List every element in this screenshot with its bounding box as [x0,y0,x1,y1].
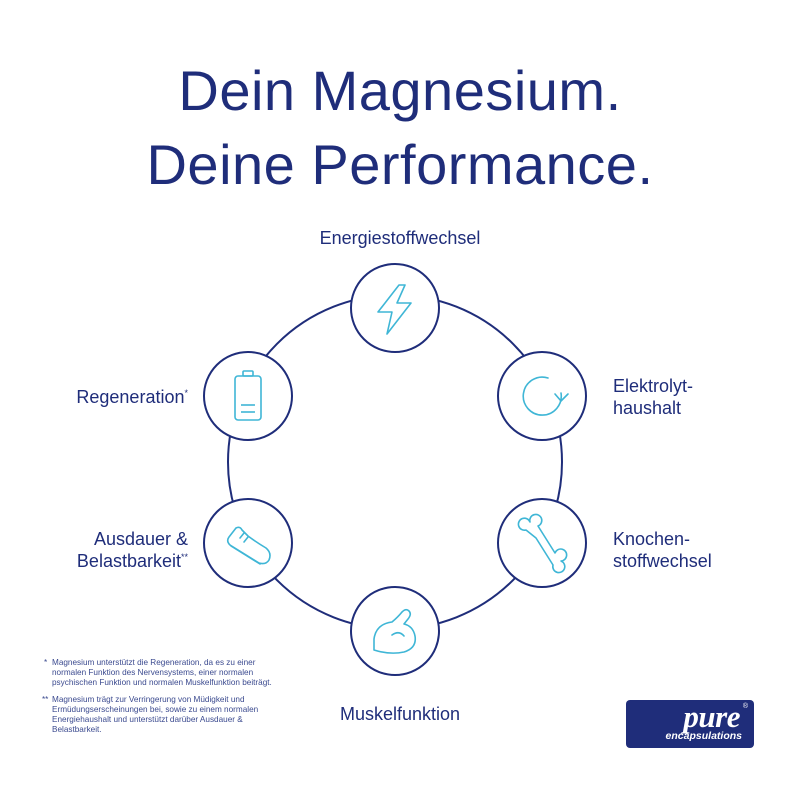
label-ausdauer-line-2-text: Belastbarkeit [76,551,181,571]
label-knochen-line-2: stoffwechsel [613,551,712,571]
label-elektrolyt-line-1: Elektrolyt- [613,376,694,396]
battery-icon [234,370,262,421]
headline-line-2: Deine Performance. [146,133,654,196]
label-energiestoffwechsel: Energiestoffwechsel [319,228,481,248]
footnote-1-text: Magnesium unterstützt die Regeneration, … [52,658,272,688]
footnote-mark-single: * [184,388,188,398]
logo-registered-mark: ® [742,703,748,710]
footnote-1-mark: * [44,658,48,667]
node-elektrolythaushalt [497,351,587,441]
node-regeneration [203,351,293,441]
bone-icon [517,513,568,574]
label-regeneration-text: Regeneration [76,387,185,407]
footnotes: * Magnesium unterstützt die Regeneration… [42,658,284,736]
footnote-mark-double: ** [180,552,188,562]
running-shoe-icon [226,526,271,565]
flexed-arm-icon [373,608,417,654]
label-muskelfunktion: Muskelfunktion [339,704,461,724]
node-energiestoffwechsel [350,263,440,353]
footnote-2-mark: ** [42,694,49,704]
logo-wordmark: pure [683,699,740,734]
logo-subline: encapsulations [665,730,742,742]
label-ausdauer-line-1: Ausdauer & [93,529,188,549]
label-knochenstoffwechsel: Knochen- stoffwechsel [613,528,712,572]
footnote-2: ** Magnesium trägt zur Verringerung von … [42,695,284,736]
headline-line-1: Dein Magnesium. [178,59,622,122]
label-ausdauer-line-2: Belastbarkeit** [77,550,188,572]
brand-logo: pure ® encapsulations [626,700,754,748]
node-knochenstoffwechsel [497,498,587,588]
label-knochen-line-1: Knochen- [613,529,691,549]
refresh-cycle-icon [522,376,569,416]
node-ausdauer [203,498,293,588]
lightning-icon [377,284,412,335]
label-regeneration: Regeneration* [76,386,188,408]
node-muskelfunktion [350,586,440,676]
label-elektrolythaushalt: Elektrolyt- haushalt [613,375,693,419]
footnote-2-text: Magnesium trägt zur Verringerung von Müd… [52,694,259,735]
label-ausdauer: Ausdauer & Belastbarkeit** [77,528,188,572]
label-elektrolyt-line-2: haushalt [613,398,682,418]
footnote-1: * Magnesium unterstützt die Regeneration… [44,658,284,689]
